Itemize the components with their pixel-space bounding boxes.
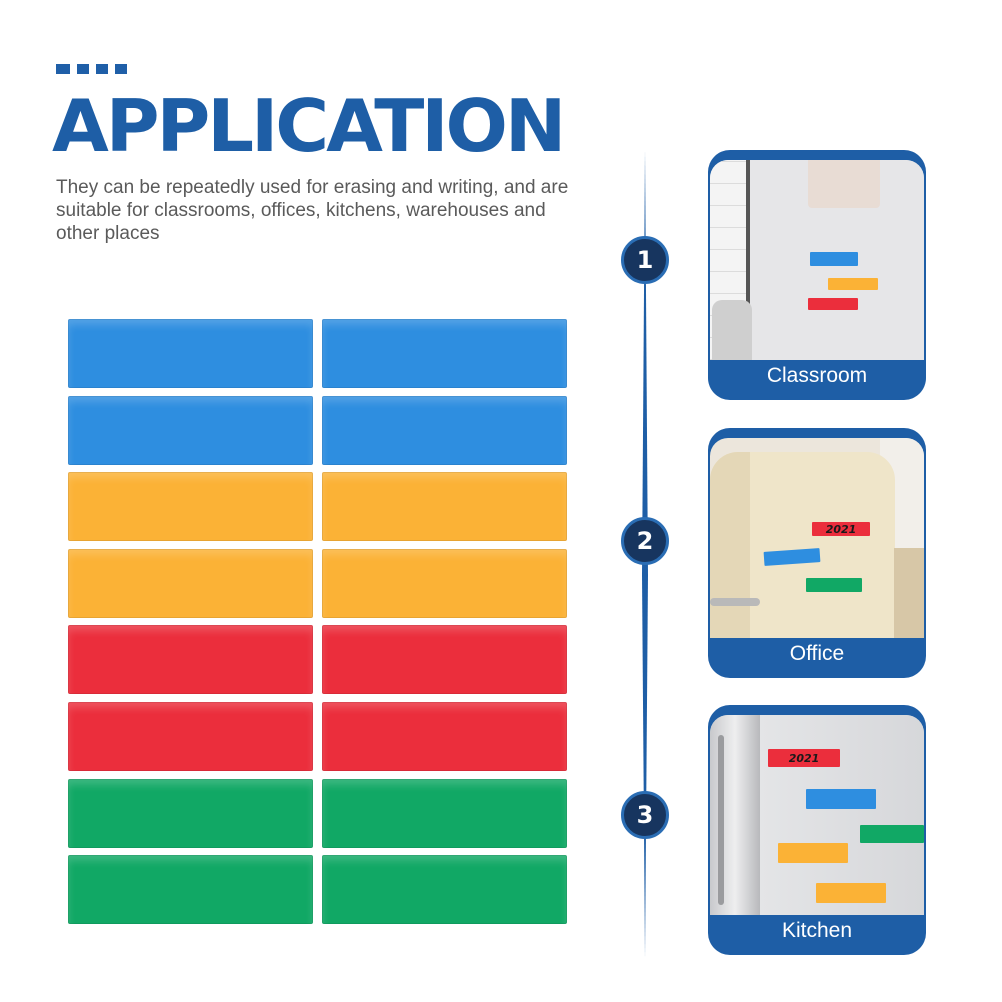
kitchen-photo: 2021 bbox=[710, 715, 924, 915]
dash bbox=[77, 64, 89, 74]
card-caption-classroom: Classroom bbox=[766, 364, 868, 387]
magnetic-label-red bbox=[68, 702, 313, 771]
office-strip-2021: 2021 bbox=[812, 522, 870, 536]
application-card-kitchen: 2021 Kitchen bbox=[708, 705, 926, 955]
magnetic-label-red bbox=[68, 625, 313, 694]
magnetic-label-green bbox=[68, 779, 313, 848]
page-description: They can be repeatedly used for erasing … bbox=[56, 177, 569, 244]
magnetic-label-green bbox=[68, 855, 313, 924]
header-dashes bbox=[56, 64, 127, 74]
magnetic-label-blue bbox=[68, 396, 313, 465]
step-number-3: 3 bbox=[621, 791, 669, 839]
magnetic-label-orange bbox=[322, 549, 567, 618]
magnetic-label-red bbox=[322, 702, 567, 771]
magnetic-label-blue bbox=[322, 319, 567, 388]
magnetic-label-green bbox=[322, 779, 567, 848]
magnetic-label-blue bbox=[322, 396, 567, 465]
step-number-2: 2 bbox=[621, 517, 669, 565]
office-photo: 2021 bbox=[710, 438, 924, 638]
dash bbox=[96, 64, 108, 74]
magnetic-label-orange bbox=[68, 549, 313, 618]
step-number-1: 1 bbox=[621, 236, 669, 284]
card-caption-kitchen: Kitchen bbox=[781, 919, 853, 942]
application-card-office: 2021 Office bbox=[708, 428, 926, 678]
kitchen-strip-2021: 2021 bbox=[768, 749, 840, 767]
page-title: APPLICATION bbox=[52, 84, 566, 168]
classroom-photo bbox=[710, 160, 924, 360]
magnetic-label-orange bbox=[68, 472, 313, 541]
card-caption-office: Office bbox=[789, 642, 845, 665]
application-card-classroom: Classroom bbox=[708, 150, 926, 400]
dash bbox=[115, 64, 127, 74]
dash bbox=[56, 64, 70, 74]
magnetic-label-orange bbox=[322, 472, 567, 541]
magnetic-label-blue bbox=[68, 319, 313, 388]
magnetic-label-red bbox=[322, 625, 567, 694]
magnetic-label-green bbox=[322, 855, 567, 924]
